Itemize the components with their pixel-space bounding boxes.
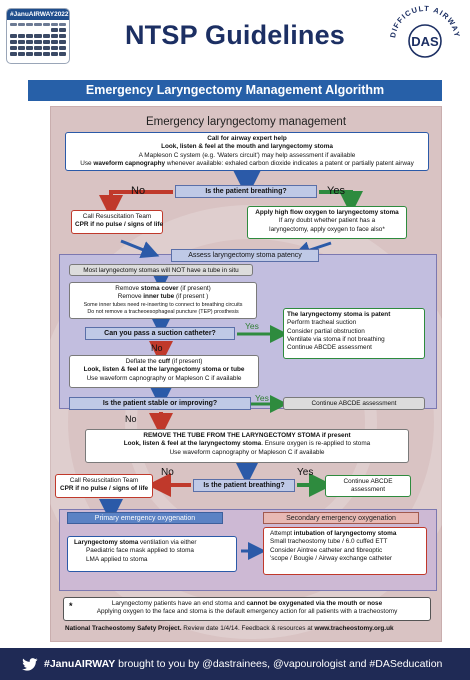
star-note-box: * Laryngectomy patients have an end stom…: [63, 597, 431, 621]
secondary-line-3: Consider Aintree catheter and fibreoptic: [270, 546, 383, 554]
patent-line-1: The laryngectomy stoma is patent: [287, 311, 391, 318]
label-yes-4: Yes: [297, 467, 314, 478]
call-for-help-box: Call for airway expert help Look, listen…: [65, 132, 429, 171]
label-no-1: No: [131, 185, 146, 197]
patent-line-5: Continue ABCDE assessment: [287, 344, 372, 352]
call-line-1: Call for airway expert help: [207, 135, 287, 142]
patent-line-3: Consider partial obstruction: [287, 327, 365, 335]
das-logo: DIFFICULT AIRWAY SOCIETY DAS: [384, 5, 461, 58]
label-yes-1: Yes: [327, 185, 345, 197]
algorithm-sheet: Emergency laryngectomy management: [34, 106, 468, 642]
continue-abcde-box-2: Continue ABCDE assessment: [325, 475, 411, 497]
oxygen-line-1: Apply high flow oxygen to laryngectomy s…: [255, 209, 399, 216]
resus1-line-1: Call Resuscitation Team: [82, 213, 152, 220]
remove-line-1c: (if present): [178, 285, 211, 292]
remove-tube-line-2b: . Ensure oxygen is re-applied to stoma: [261, 440, 371, 448]
calendar-tag: #JanuAIRWAY: [10, 11, 55, 18]
question-suction-catheter: Can you pass a suction catheter?: [85, 327, 235, 340]
star-mark: *: [69, 601, 73, 611]
footer-bar: #JanuAIRWAY brought to you by @dastraine…: [0, 648, 470, 680]
footer-hashtag[interactable]: #JanuAIRWAY: [44, 658, 116, 670]
calendar-badge: #JanuAIRWAY 2022: [6, 8, 70, 64]
resus-team-box-1: Call Resuscitation Team CPR if no pulse …: [71, 210, 163, 234]
call-line-4c: whenever available: exhaled carbon dioxi…: [165, 159, 414, 167]
secondary-line-1b: intubation of laryngectomy stoma: [293, 530, 397, 537]
oxygen-line-2: If any doubt whether patient has a: [278, 217, 376, 225]
remove-tube-line-1: REMOVE THE TUBE FROM THE LARYNGECTOMY ST…: [143, 432, 351, 439]
deflate-line-3: Use waveform capnography or Mapleson C i…: [86, 374, 242, 382]
primary-line-1b: ventilation via either: [138, 539, 197, 546]
primary-line-3: LMA applied to stoma: [86, 555, 148, 563]
label-yes-3: Yes: [255, 393, 269, 403]
deflate-cuff-box: Deflate the cuff (if present) Look, list…: [69, 355, 259, 388]
remove-line-1b: stoma cover: [140, 285, 179, 292]
resus2-line-1: Call Resuscitation Team: [69, 477, 139, 484]
primary-oxygenation-header: Primary emergency oxygenation: [67, 512, 223, 524]
algorithm-banner: Emergency Laryngectomy Management Algori…: [28, 80, 442, 101]
remove-line-1a: Remove: [115, 285, 141, 292]
label-no-4: No: [161, 467, 174, 478]
question-stable-improving: Is the patient stable or improving?: [69, 397, 251, 410]
no-tube-note: Most laryngectomy stomas will NOT have a…: [69, 264, 253, 276]
remove-line-3: Some inner tubes need re-inserting to co…: [83, 301, 243, 308]
footer-credits: brought to you by @dastrainees, @vapouro…: [115, 658, 443, 670]
high-flow-oxygen-box: Apply high flow oxygen to laryngectomy s…: [247, 206, 407, 239]
abcde2-line-2: assessment: [350, 486, 386, 494]
calendar-grid: [7, 20, 69, 56]
primary-oxygenation-box: Laryngectomy stoma ventilation via eithe…: [67, 536, 237, 572]
deflate-line-1a: Deflate the: [125, 358, 159, 365]
twitter-bird-icon: [22, 658, 38, 671]
primary-line-2: Paediatric face mask applied to stoma: [86, 547, 194, 555]
patent-line-4: Ventilate via stoma if not breathing: [287, 335, 385, 343]
label-no-3: No: [125, 414, 137, 424]
logo-letters: DAS: [411, 34, 439, 49]
question-breathing-2: Is the patient breathing?: [193, 479, 295, 492]
remove-line-2a: Remove: [117, 293, 144, 301]
ntsp-footer-link[interactable]: www.tracheostomy.org.uk: [314, 625, 394, 632]
resus2-line-2: CPR if no pulse / signs of life: [59, 485, 149, 493]
secondary-line-2: Small tracheostomy tube / 6.0 cuffed ETT: [270, 538, 388, 546]
oxygen-line-3: laryngectomy, apply oxygen to face also*: [269, 225, 385, 233]
star-line-1a: Laryngectomy patients have an end stoma …: [111, 600, 247, 607]
page-title: NTSP Guidelines: [124, 20, 346, 50]
question-breathing-1: Is the patient breathing?: [175, 185, 317, 198]
secondary-oxygenation-box: Attempt intubation of laryngectomy stoma…: [263, 527, 427, 575]
star-line-1b: cannot be oxygenated via the mouth or no…: [246, 600, 383, 607]
secondary-line-4: 'scope / Bougie / Airway exchange cathet…: [270, 554, 393, 562]
ntsp-footer-a: National Tracheostomy Safety Project.: [65, 625, 182, 632]
deflate-line-1c: (if present): [170, 358, 203, 365]
label-no-2: No: [151, 343, 163, 353]
secondary-line-1a: Attempt: [270, 530, 294, 537]
deflate-line-1b: cuff: [158, 358, 171, 365]
call-line-4a: Use: [80, 159, 94, 167]
label-yes-2: Yes: [245, 321, 259, 331]
call-line-3: A Mapleson C system (e.g. 'Waters circui…: [138, 151, 356, 159]
calendar-header: #JanuAIRWAY 2022: [7, 9, 69, 20]
remove-tube-line-3: Use waveform capnography or Mapleson C i…: [169, 448, 325, 456]
call-line-4b: waveform capnography: [93, 159, 166, 167]
abcde2-line-1: Continue ABCDE: [343, 478, 393, 485]
ntsp-footer: National Tracheostomy Safety Project. Re…: [65, 625, 394, 632]
sheet-title: Emergency laryngectomy management: [145, 116, 347, 128]
remove-cover-box: Remove stoma cover (if present) Remove i…: [69, 282, 257, 319]
remove-tube-box: REMOVE THE TUBE FROM THE LARYNGECTOMY ST…: [85, 429, 409, 463]
calendar-year: 2022: [54, 11, 69, 18]
remove-line-2b: inner tube: [143, 293, 175, 301]
remove-line-4: Do not remove a tracheoesophageal punctu…: [87, 308, 239, 315]
primary-line-1a: Laryngectomy stoma: [74, 539, 139, 546]
resus1-line-2: CPR if no pulse / signs of life: [75, 221, 164, 229]
star-line-2: Applying oxygen to the face and stoma is…: [96, 608, 398, 616]
deflate-line-2: Look, listen & feel at the laryngectomy …: [83, 366, 245, 374]
stoma-patent-box: The laryngectomy stoma is patent Perform…: [283, 308, 425, 359]
assess-stoma-patency: Assess laryngectomy stoma patency: [171, 249, 319, 262]
secondary-oxygenation-header: Secondary emergency oxygenation: [263, 512, 419, 524]
ntsp-footer-b: Review date 1/4/14. Feedback & resources…: [181, 625, 315, 632]
remove-line-2c: (if present ): [174, 293, 209, 301]
remove-tube-line-2a: Look, listen & feel at the laryngectomy …: [123, 440, 262, 448]
resus-team-box-2: Call Resuscitation Team CPR if no pulse …: [55, 474, 153, 498]
patent-line-2: Perform tracheal suction: [287, 319, 357, 327]
call-line-2: Look, listen & feel at the mouth and lar…: [161, 143, 333, 151]
continue-abcde-box-1: Continue ABCDE assessment: [283, 397, 425, 410]
